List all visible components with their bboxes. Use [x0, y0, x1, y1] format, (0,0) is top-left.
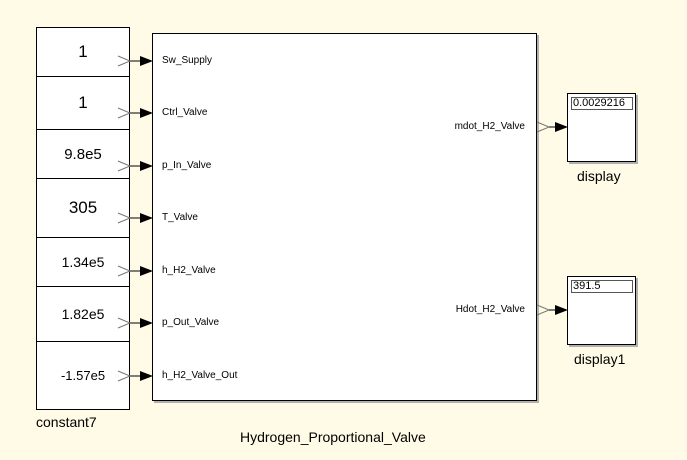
- constant-value-1[interactable]: 1: [36, 27, 130, 77]
- input-port-t-valve: T_Valve: [162, 212, 198, 223]
- display1-block-label: display1: [574, 351, 626, 367]
- display-block[interactable]: 0.0029216: [567, 93, 636, 162]
- output-port-mdot-h2-valve: mdot_H2_Valve: [454, 121, 525, 132]
- out-chevron-hdot: [536, 304, 551, 316]
- out-chevron-3: [117, 160, 132, 172]
- input-port-sw-supply: Sw_Supply: [162, 55, 213, 66]
- arrowhead-display1: [555, 305, 568, 315]
- input-port-h-h2-valve: h_H2_Valve: [162, 265, 216, 276]
- display1-block[interactable]: 391.5: [567, 276, 636, 345]
- arrowhead-ctrl-valve: [140, 108, 153, 118]
- constant-value-6[interactable]: 1.82e5: [36, 286, 130, 342]
- constant-value-7[interactable]: -1.57e5: [36, 341, 130, 410]
- out-chevron-7: [117, 370, 132, 382]
- constant-value-5[interactable]: 1.34e5: [36, 237, 130, 287]
- out-chevron-2: [117, 107, 132, 119]
- display1-value: 391.5: [571, 280, 633, 293]
- arrowhead-p-in-valve: [140, 161, 153, 171]
- out-chevron-4: [117, 212, 132, 224]
- out-chevron-5: [117, 265, 132, 277]
- out-chevron-1: [117, 55, 132, 67]
- out-chevron-6: [117, 317, 132, 329]
- constant-block-label: constant7: [36, 414, 97, 430]
- arrowhead-display: [555, 122, 568, 132]
- display-block-label: display: [577, 168, 621, 184]
- out-chevron-mdot: [536, 121, 551, 133]
- arrowhead-sw-supply: [140, 56, 153, 66]
- constant-value-3[interactable]: 9.8e5: [36, 129, 130, 179]
- output-port-hdot-h2-valve: Hdot_H2_Valve: [455, 304, 525, 315]
- arrowhead-h-h2-valve: [140, 266, 153, 276]
- input-port-ctrl-valve: Ctrl_Valve: [162, 107, 208, 118]
- hydrogen-valve-block[interactable]: [152, 33, 537, 401]
- display-value: 0.0029216: [571, 97, 633, 110]
- input-port-p-in-valve: p_In_Valve: [162, 160, 212, 171]
- input-port-h-h2-valve-out: h_H2_Valve_Out: [162, 370, 238, 381]
- arrowhead-p-out-valve: [140, 318, 153, 328]
- valve-block-label: Hydrogen_Proportional_Valve: [240, 429, 426, 445]
- constant-value-4[interactable]: 305: [36, 178, 130, 238]
- arrowhead-h-h2-valve-out: [140, 371, 153, 381]
- arrowhead-t-valve: [140, 213, 153, 223]
- input-port-p-out-valve: p_Out_Valve: [162, 317, 220, 328]
